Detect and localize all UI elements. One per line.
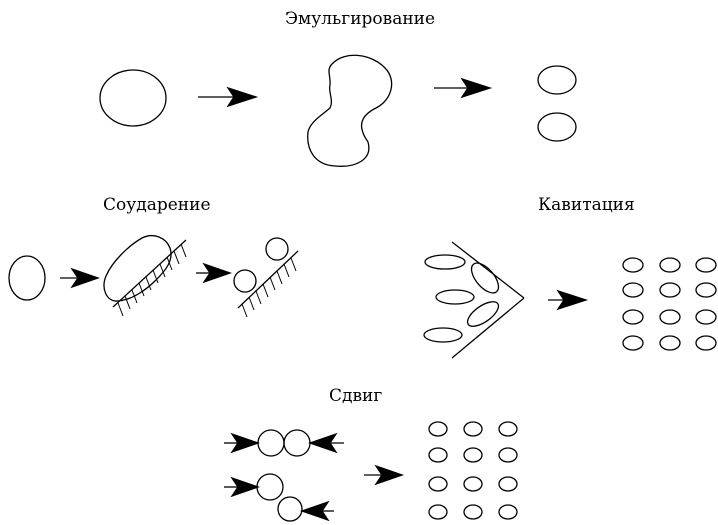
- collision-initial-drop: [9, 256, 45, 300]
- cavitation-boundary-upper: [452, 242, 524, 298]
- cavitation-bubble: [436, 290, 474, 304]
- daughter-drop-bottom: [538, 113, 576, 141]
- shear-droplet-grid: [429, 422, 517, 519]
- shear-group: [224, 422, 517, 521]
- shear-drop-lower: [278, 497, 302, 521]
- arrow-2: [434, 79, 490, 97]
- arrow-shear-in-bottom: [224, 478, 258, 496]
- arrow-3: [60, 269, 98, 287]
- arrow-6: [364, 466, 402, 484]
- arrow-shear-out-top: [310, 434, 344, 452]
- fragment-drop-small: [234, 270, 256, 292]
- cavitation-droplet-grid: [623, 258, 716, 350]
- flattened-drop: [104, 236, 171, 301]
- wall-hatching-1: [118, 244, 186, 316]
- emulsification-group: [100, 55, 576, 166]
- impact-wall-2: [238, 251, 298, 308]
- shear-drop-right: [284, 430, 310, 456]
- impact-wall-1: [113, 240, 186, 307]
- daughter-drop-top: [538, 66, 576, 94]
- deformed-drop: [308, 55, 392, 166]
- fragment-drop-large: [266, 238, 288, 260]
- arrow-5: [548, 291, 586, 309]
- arrow-4: [196, 264, 230, 282]
- cavitation-bubble: [424, 328, 462, 342]
- collision-group: [9, 236, 298, 317]
- arrow-1: [198, 88, 256, 106]
- arrow-shear-out-bottom: [302, 502, 334, 520]
- wall-hatching-2: [242, 258, 296, 317]
- cavitation-group: [424, 242, 716, 358]
- initial-drop: [100, 70, 166, 126]
- shear-drop-upper: [257, 474, 283, 500]
- cavitation-boundary-lower: [452, 298, 524, 358]
- shear-drop-left: [258, 430, 284, 456]
- arrow-shear-in-top: [224, 434, 258, 452]
- cavitation-bubble: [425, 255, 465, 269]
